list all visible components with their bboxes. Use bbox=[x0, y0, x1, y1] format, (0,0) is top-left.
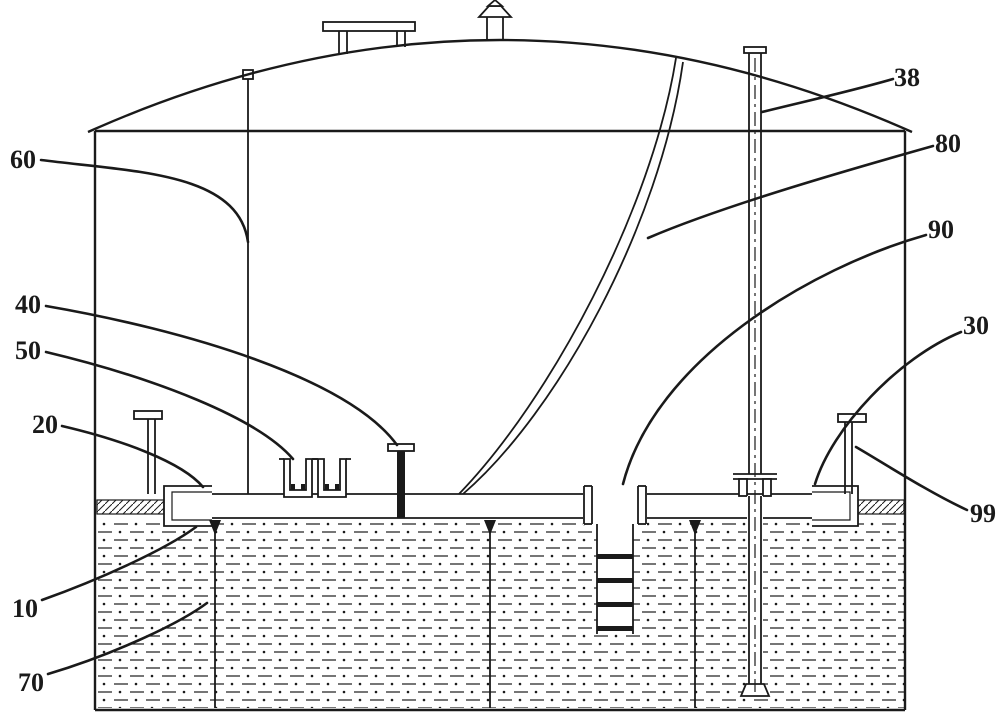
liquid-fill bbox=[96, 520, 904, 708]
leader-90 bbox=[621, 233, 928, 486]
leader-70 bbox=[46, 601, 209, 676]
ref-label-10: 10 bbox=[12, 594, 38, 623]
u-clamp bbox=[283, 458, 313, 498]
ref-label-20: 20 bbox=[32, 410, 58, 439]
tank-dome bbox=[87, 38, 913, 134]
u-clamp bbox=[317, 458, 347, 498]
u-clamp-bolt bbox=[335, 484, 339, 490]
nozzle-pipe bbox=[387, 443, 415, 518]
left-deck-channel-inner bbox=[171, 491, 212, 521]
right-rim-seal bbox=[857, 499, 905, 515]
vent-cap-tip bbox=[485, 0, 505, 7]
ladder-rung bbox=[597, 626, 633, 631]
ref-label-90: 90 bbox=[928, 215, 954, 244]
left-deck-channel bbox=[163, 485, 212, 527]
right-deck-channel-inner bbox=[812, 491, 851, 521]
standpipe-top-cap bbox=[743, 46, 767, 54]
ref-label-40: 40 bbox=[15, 290, 41, 319]
ref-label-80: 80 bbox=[935, 129, 961, 158]
left-rim-seal bbox=[96, 499, 165, 515]
manhole-cover bbox=[322, 21, 416, 32]
leader-50 bbox=[44, 350, 295, 461]
ref-label-99: 99 bbox=[970, 499, 996, 528]
leader-30 bbox=[813, 330, 963, 486]
ladder-rung bbox=[597, 602, 633, 607]
ladder-assembly bbox=[583, 485, 647, 634]
deck-band bbox=[96, 488, 904, 520]
dome-vent bbox=[476, 0, 514, 40]
leader-20 bbox=[60, 424, 205, 489]
deck-support-legs bbox=[209, 520, 701, 708]
standpipe bbox=[733, 46, 777, 697]
ref-label-38: 38 bbox=[894, 63, 920, 92]
nozzle-pipe-body bbox=[397, 451, 405, 518]
support-leg-arrow bbox=[689, 520, 701, 535]
ladder-well-clear bbox=[583, 485, 647, 525]
ref-label-30: 30 bbox=[963, 311, 989, 340]
leader-60 bbox=[39, 158, 250, 244]
ref-label-60: 60 bbox=[10, 145, 36, 174]
guide-cable-line bbox=[458, 57, 677, 495]
leader-10 bbox=[40, 525, 198, 602]
u-clamp-supports bbox=[279, 458, 351, 498]
leader-40 bbox=[44, 304, 399, 447]
u-clamp-bolt bbox=[325, 484, 329, 490]
ladder-rung bbox=[597, 554, 633, 559]
standpipe-guide bbox=[762, 478, 772, 497]
leader-38 bbox=[760, 77, 895, 114]
ladder-rung bbox=[597, 578, 633, 583]
ref-label-70: 70 bbox=[18, 668, 44, 697]
u-clamp-bolt bbox=[301, 484, 305, 490]
tank-shell bbox=[87, 38, 913, 712]
reference-labels: 38 80 90 30 99 60 40 50 20 10 70 bbox=[10, 63, 996, 697]
nozzle-pipe-cap bbox=[387, 443, 415, 452]
leader-80 bbox=[646, 144, 935, 240]
right-deck-channel bbox=[812, 485, 859, 527]
u-clamp-bolt bbox=[291, 484, 295, 490]
support-leg-arrow bbox=[209, 520, 221, 535]
ref-label-50: 50 bbox=[15, 336, 41, 365]
standpipe-guide bbox=[738, 478, 748, 497]
dome-manhole bbox=[322, 21, 416, 54]
leader-99 bbox=[854, 445, 969, 512]
left-post-cap bbox=[133, 410, 163, 420]
leader-lines bbox=[39, 77, 969, 676]
support-leg-arrow bbox=[484, 520, 496, 535]
